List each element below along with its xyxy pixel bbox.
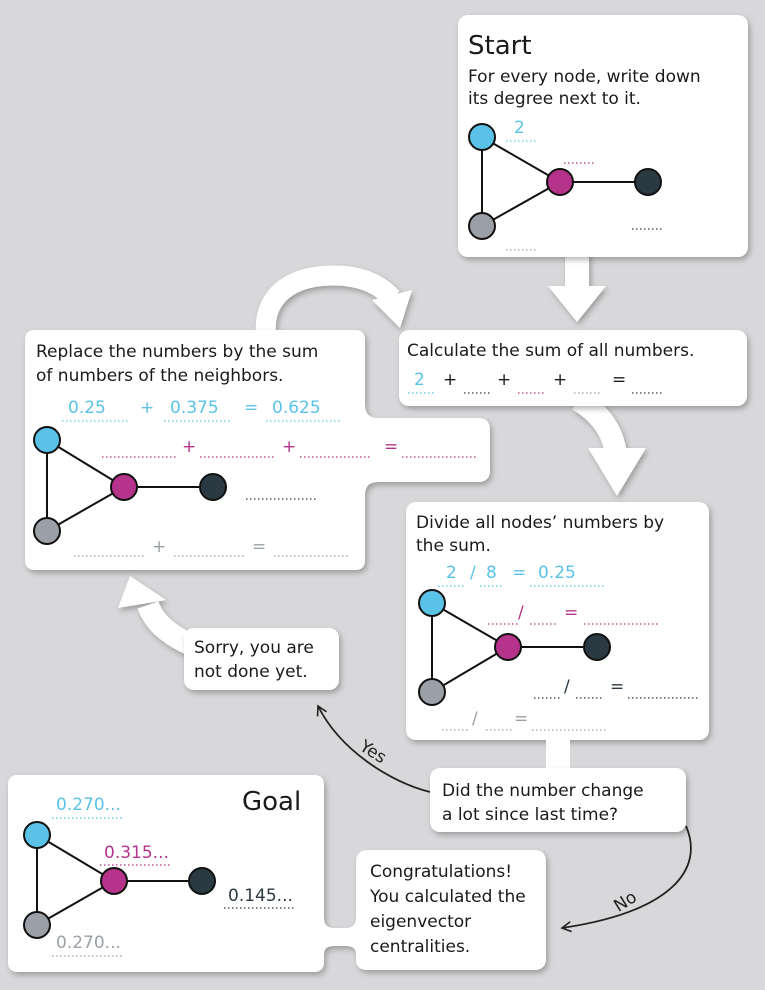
replace-instruction-line1: Replace the numbers by the sum (36, 342, 318, 362)
node-gray (23, 911, 51, 939)
question-card: Did the number change a lot since last t… (430, 768, 686, 832)
node-gray (418, 678, 446, 706)
divide-gray-equals: = (514, 709, 528, 729)
congrats-line1: Congratulations! (370, 862, 512, 882)
replace-gray-plus: + (152, 537, 166, 557)
yes-label: Yes (355, 736, 390, 768)
arrow-start-to-sum (548, 250, 606, 322)
replace-magenta-equals: = (384, 437, 398, 457)
start-card: Start For every node, write down its deg… (458, 15, 748, 257)
divide-magenta-equals: = (564, 603, 578, 623)
divide-dark-equals: = (610, 677, 624, 697)
node-dark (188, 867, 216, 895)
divide-magenta-slash: / (518, 603, 524, 623)
thin-arrows (316, 704, 692, 933)
divide-card: Divide all nodes’ numbers by the sum. 2 … (406, 502, 709, 740)
divide-result: 0.25 (538, 563, 576, 583)
replace-value-c: 0.625 (272, 398, 321, 418)
goal-card: Goal 0.270... 0.315... 0.145... 0.270...… (8, 775, 546, 972)
yes-arrow (316, 704, 431, 793)
sum-instruction: Calculate the sum of all numbers. (407, 341, 694, 361)
goal-magenta-value: 0.315... (104, 843, 169, 863)
arrow-sum-to-divide (572, 390, 646, 496)
start-graph (468, 123, 662, 240)
divide-dark-slash: / (564, 677, 570, 697)
goal-graph (23, 821, 216, 939)
start-cyan-degree: 2 (514, 118, 525, 138)
sorry-line1: Sorry, you are (194, 638, 314, 658)
divide-numerator: 2 (446, 563, 457, 583)
question-line1: Did the number change (442, 781, 644, 801)
node-cyan (23, 821, 51, 849)
replace-gray-equals: = (252, 537, 266, 557)
sorry-card: Sorry, you are not done yet. (184, 628, 339, 690)
node-cyan (33, 426, 61, 454)
divide-instruction-line2: the sum. (416, 536, 491, 556)
replace-graph (33, 426, 227, 545)
replace-value-a: 0.25 (68, 398, 106, 418)
replace-magenta-plus-1: + (182, 437, 196, 457)
arrow-replace-to-sum (255, 265, 412, 336)
goal-gray-value: 0.270... (56, 933, 121, 953)
node-magenta (100, 867, 128, 895)
congrats-card: Congratulations! You calculated the eige… (369, 862, 526, 957)
goal-title: Goal (242, 787, 301, 817)
replace-instruction-line2: of numbers of the neighbors. (36, 366, 283, 386)
replace-value-b: 0.375 (170, 398, 219, 418)
sum-card: Calculate the sum of all numbers. 2 + + … (399, 330, 747, 406)
no-arrow (560, 825, 692, 933)
congrats-line2: You calculated the (369, 887, 526, 907)
no-label: No (610, 887, 640, 916)
sorry-line2: not done yet. (194, 662, 308, 682)
replace-equals: = (244, 398, 258, 418)
divide-denominator: 8 (486, 563, 497, 583)
sum-plus-2: + (497, 370, 511, 390)
question-line2: a lot since last time? (442, 805, 618, 825)
goal-cyan-value: 0.270... (56, 795, 121, 815)
goal-dark-value: 0.145... (228, 886, 293, 906)
start-instruction-line2: its degree next to it. (468, 89, 641, 109)
congrats-line4: centralities. (370, 937, 470, 957)
divide-instruction-line1: Divide all nodes’ numbers by (416, 513, 664, 533)
divide-slash: / (470, 563, 476, 583)
node-cyan (468, 123, 496, 151)
divide-graph (418, 589, 611, 706)
replace-magenta-plus-2: + (282, 437, 296, 457)
node-gray (468, 212, 496, 240)
divide-equals: = (512, 563, 526, 583)
sum-plus-3: + (553, 370, 567, 390)
sum-first-value: 2 (414, 370, 425, 390)
replace-plus: + (140, 398, 154, 418)
node-magenta (546, 168, 574, 196)
start-instruction-line1: For every node, write down (468, 67, 701, 87)
start-title: Start (468, 31, 532, 61)
divide-gray-slash: / (472, 709, 478, 729)
sum-equals: = (612, 370, 626, 390)
node-magenta (494, 633, 522, 661)
node-dark (583, 633, 611, 661)
node-gray (33, 517, 61, 545)
node-magenta (110, 473, 138, 501)
replace-card: Replace the numbers by the sum of number… (25, 330, 490, 570)
node-dark (634, 168, 662, 196)
node-dark (199, 473, 227, 501)
node-cyan (418, 589, 446, 617)
sum-plus-1: + (443, 370, 457, 390)
congrats-line3: eigenvector (370, 912, 471, 932)
